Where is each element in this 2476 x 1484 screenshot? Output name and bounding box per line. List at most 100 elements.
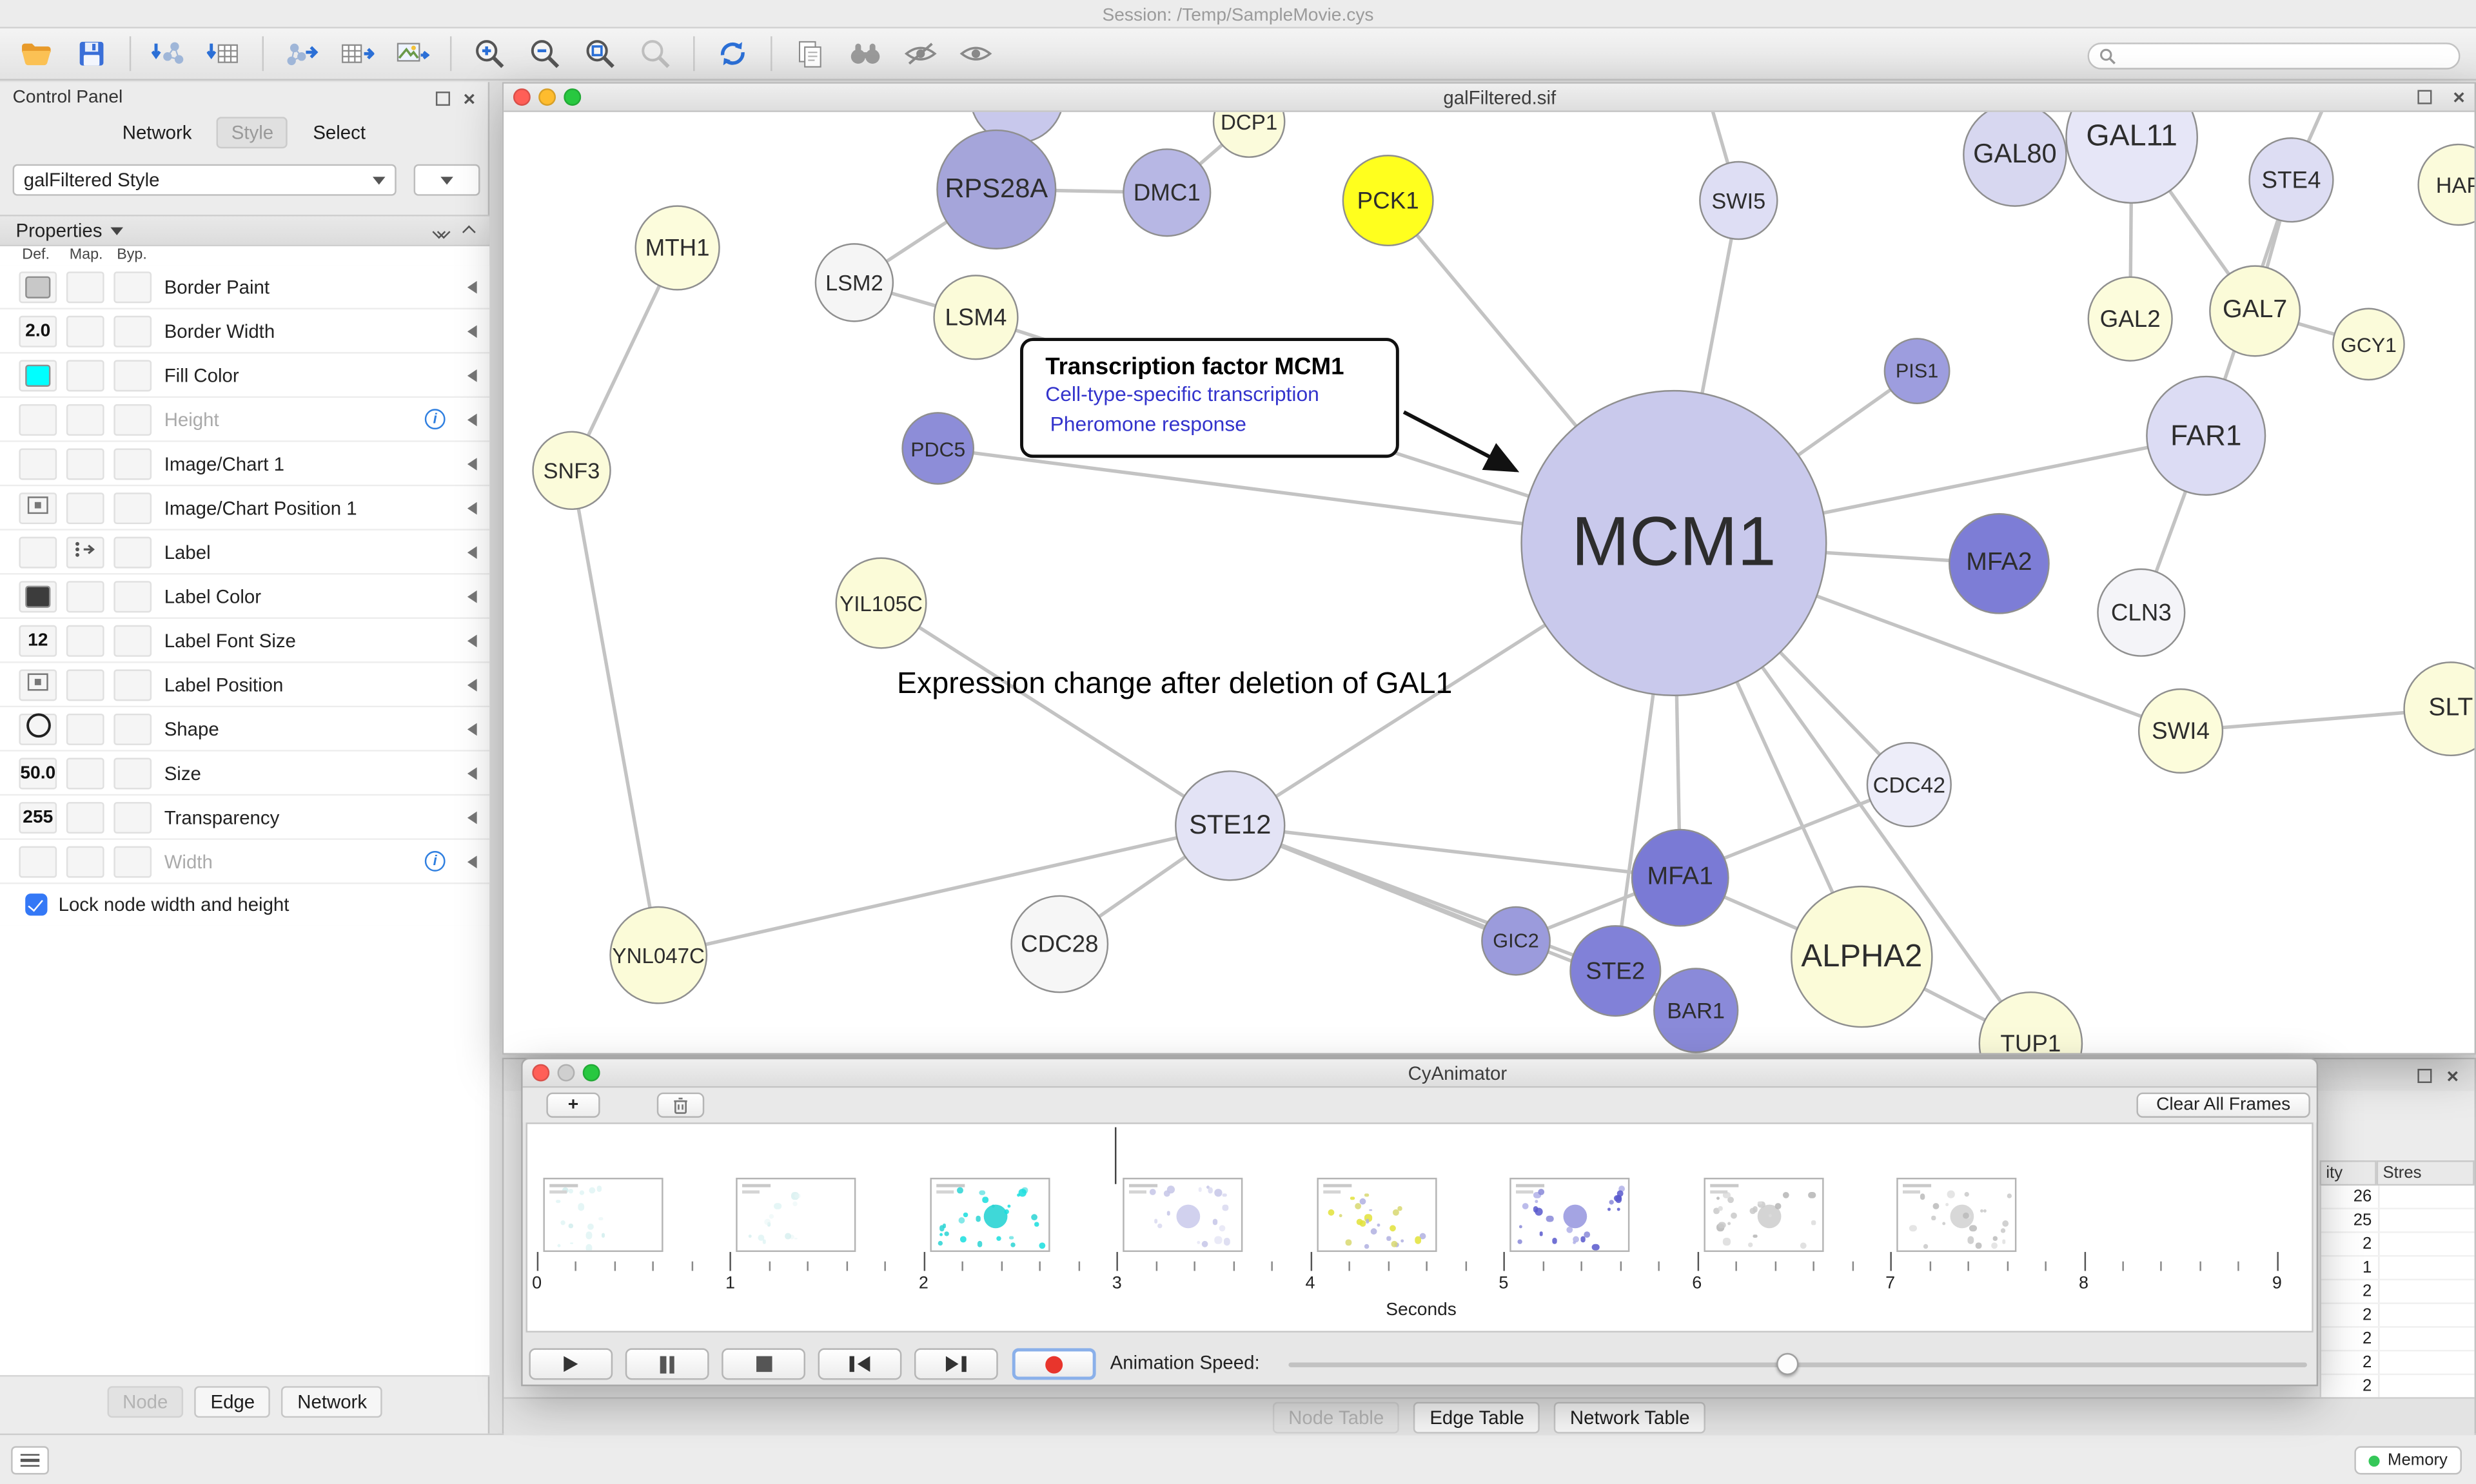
import-network-button[interactable] — [145, 32, 192, 75]
network-node-dcp1[interactable]: DCP1 — [1212, 112, 1286, 158]
network-node-bar1[interactable]: BAR1 — [1653, 968, 1739, 1053]
network-node-ste12[interactable]: STE12 — [1175, 770, 1286, 881]
network-node-gcy1[interactable]: GCY1 — [2332, 308, 2405, 381]
float-window-icon[interactable] — [2418, 90, 2433, 104]
network-window-titlebar[interactable]: galFiltered.sif × — [504, 83, 2475, 112]
network-node-mth1[interactable]: MTH1 — [634, 205, 720, 291]
animation-speed-slider[interactable] — [1288, 1348, 2307, 1380]
close-window-button[interactable] — [532, 1064, 550, 1082]
property-map-cell[interactable] — [66, 757, 104, 790]
property-map-cell[interactable] — [66, 404, 104, 436]
network-node-yil105c[interactable]: YIL105C — [835, 557, 927, 649]
property-map-cell[interactable] — [66, 536, 104, 569]
animation-frame-6[interactable] — [1509, 1177, 1630, 1253]
tab-edge-table[interactable]: Edge Table — [1413, 1401, 1540, 1433]
stop-button[interactable] — [722, 1348, 805, 1380]
property-map-cell[interactable] — [66, 448, 104, 480]
property-def-cell[interactable]: 12 — [19, 625, 57, 657]
expand-arrow-icon[interactable] — [467, 502, 477, 515]
property-byp-cell[interactable] — [113, 846, 152, 878]
network-node-gal2[interactable]: GAL2 — [2087, 276, 2173, 362]
table-row[interactable]: 1 — [2321, 1256, 2475, 1281]
skip-start-button[interactable] — [818, 1348, 902, 1380]
delete-frame-button[interactable] — [656, 1092, 705, 1118]
property-map-cell[interactable] — [66, 493, 104, 525]
network-node-gic2[interactable]: GIC2 — [1481, 906, 1551, 976]
properties-header[interactable]: Properties — [0, 215, 490, 247]
expand-arrow-icon[interactable] — [467, 590, 477, 603]
network-node-cln3[interactable]: CLN3 — [2097, 568, 2186, 657]
tab-network[interactable]: Network — [122, 121, 192, 144]
annotation-link-2[interactable]: Pheromone response — [1050, 411, 1247, 435]
property-row-fill-color[interactable]: Fill Color — [0, 353, 490, 398]
expand-arrow-icon[interactable] — [467, 280, 477, 294]
expand-arrow-icon[interactable] — [467, 855, 477, 868]
property-row-label-position[interactable]: Label Position — [0, 663, 490, 708]
table-row[interactable]: 2 — [2321, 1327, 2475, 1352]
network-node-gal11[interactable]: GAL11 — [2065, 112, 2198, 204]
expand-arrow-icon[interactable] — [467, 458, 477, 471]
zoom-fit-button[interactable] — [576, 32, 624, 75]
network-node-gal7[interactable]: GAL7 — [2209, 265, 2301, 357]
zoom-in-button[interactable] — [466, 32, 513, 75]
animation-frame-3[interactable] — [930, 1177, 1050, 1253]
network-node-alpha2[interactable]: ALPHA2 — [1791, 885, 1933, 1028]
property-def-cell[interactable] — [19, 713, 57, 745]
minimize-window-button[interactable] — [557, 1064, 575, 1082]
table-column-header[interactable]: Stres — [2376, 1160, 2475, 1186]
property-map-cell[interactable] — [66, 581, 104, 613]
property-row-border-paint[interactable]: Border Paint — [0, 265, 490, 310]
clipboard-button[interactable] — [787, 32, 834, 75]
property-byp-cell[interactable] — [113, 536, 152, 569]
search-box[interactable] — [2087, 43, 2461, 70]
property-byp-cell[interactable] — [113, 493, 152, 525]
expand-arrow-icon[interactable] — [467, 413, 477, 427]
property-row-image-chart-1[interactable]: Image/Chart 1 — [0, 442, 490, 487]
zoom-window-button[interactable] — [564, 88, 582, 106]
network-node-cdc28[interactable]: CDC28 — [1010, 895, 1109, 993]
network-node-swi4[interactable]: SWI4 — [2137, 688, 2224, 774]
network-node-pck1[interactable]: PCK1 — [1342, 155, 1434, 247]
timeline-playhead[interactable] — [1114, 1127, 1117, 1184]
property-map-cell[interactable] — [66, 625, 104, 657]
property-map-cell[interactable] — [66, 846, 104, 878]
tab-select[interactable]: Select — [313, 121, 366, 144]
property-def-cell[interactable]: 2.0 — [19, 315, 57, 347]
property-map-cell[interactable] — [66, 713, 104, 745]
expand-arrow-icon[interactable] — [467, 325, 477, 338]
annotation-box[interactable]: Transcription factor MCM1 Cell-type-spec… — [1020, 338, 1399, 458]
property-row-shape[interactable]: Shape — [0, 707, 490, 752]
slider-thumb[interactable] — [1776, 1352, 1799, 1376]
property-def-cell[interactable] — [19, 493, 57, 525]
property-row-label-color[interactable]: Label Color — [0, 574, 490, 620]
pause-button[interactable] — [625, 1348, 709, 1380]
network-node-snf3[interactable]: SNF3 — [532, 431, 611, 511]
property-def-cell[interactable] — [19, 581, 57, 613]
float-panel-icon[interactable] — [2418, 1068, 2433, 1082]
property-byp-cell[interactable] — [113, 757, 152, 790]
export-network-button[interactable] — [278, 32, 325, 75]
property-def-cell[interactable] — [19, 360, 57, 392]
panel-toggle-button[interactable] — [11, 1446, 49, 1475]
network-node-dmc1[interactable]: DMC1 — [1123, 148, 1212, 237]
property-row-image-chart-position-1[interactable]: Image/Chart Position 1 — [0, 486, 490, 531]
animation-frame-2[interactable] — [736, 1177, 857, 1253]
tab-network-style[interactable]: Network — [281, 1386, 383, 1418]
property-byp-cell[interactable] — [113, 271, 152, 304]
property-byp-cell[interactable] — [113, 360, 152, 392]
tab-style[interactable]: Style — [217, 117, 288, 149]
show-details-button[interactable] — [952, 32, 999, 75]
network-node-gal80[interactable]: GAL80 — [1963, 112, 2067, 207]
close-panel-icon[interactable]: × — [463, 86, 476, 110]
network-node-pis1[interactable]: PIS1 — [1883, 338, 1950, 404]
animation-frame-4[interactable] — [1123, 1177, 1244, 1253]
property-def-cell[interactable] — [19, 669, 57, 701]
export-table-button[interactable] — [333, 32, 380, 75]
clear-all-frames-button[interactable]: Clear All Frames — [2136, 1092, 2310, 1118]
animation-frame-5[interactable] — [1316, 1177, 1437, 1253]
